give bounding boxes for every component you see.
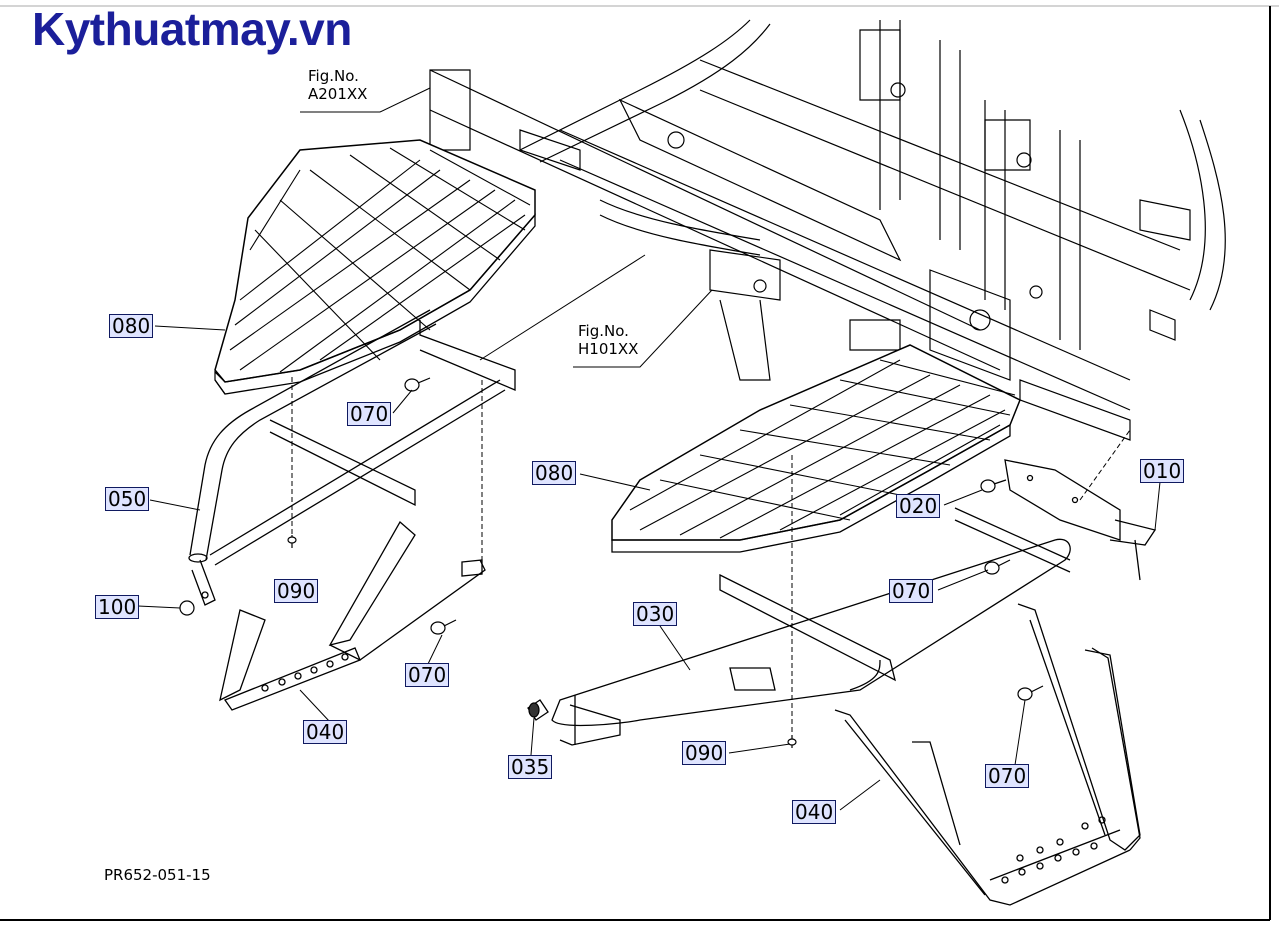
bracket-010 <box>1004 459 1157 581</box>
callout-035-grommet[interactable]: 035 <box>508 755 553 779</box>
callout-090-right-screw[interactable]: 090 <box>682 741 727 765</box>
callout-050-left-frame[interactable]: 050 <box>105 487 150 511</box>
callout-070-left-bolt[interactable]: 070 <box>347 402 392 426</box>
figure-ref-a[interactable]: Fig.No. A201XX <box>308 67 367 103</box>
figure-ref-label: Fig.No. <box>578 322 629 340</box>
right-step <box>834 603 1141 906</box>
figure-ref-label: Fig.No. <box>308 67 359 85</box>
callout-090-left-screw[interactable]: 090 <box>274 579 319 603</box>
fasteners <box>179 377 1044 748</box>
callout-080-left-mat[interactable]: 080 <box>109 314 154 338</box>
site-watermark: Kythuatmay.vn <box>32 3 352 55</box>
callout-070-right-step-bolt[interactable]: 070 <box>985 764 1030 788</box>
tractor-frame <box>429 19 1226 441</box>
figure-ref-h[interactable]: Fig.No. H101XX <box>578 322 638 358</box>
callout-100-cap[interactable]: 100 <box>95 595 140 619</box>
right-floor-mat <box>611 344 1021 553</box>
right-step-frame <box>527 507 1071 746</box>
left-step <box>219 520 486 711</box>
page-border <box>0 5 1279 921</box>
callout-010-bracket[interactable]: 010 <box>1140 459 1185 483</box>
callout-040-left-step[interactable]: 040 <box>303 720 348 744</box>
left-floor-mat <box>214 139 536 395</box>
left-step-frame <box>188 309 516 606</box>
callout-070-right-bolt[interactable]: 070 <box>889 579 934 603</box>
callout-040-right-step[interactable]: 040 <box>792 800 837 824</box>
figure-ref-code: H101XX <box>578 340 639 358</box>
callout-070-left-step-bolt[interactable]: 070 <box>405 663 450 687</box>
leader-lines <box>137 87 1161 811</box>
drawing-code: PR652-051-15 <box>104 866 211 884</box>
callout-030-right-frame[interactable]: 030 <box>633 602 678 626</box>
callout-020-bolt[interactable]: 020 <box>896 494 941 518</box>
figure-ref-code: A201XX <box>308 85 368 103</box>
callout-080-right-mat[interactable]: 080 <box>532 461 577 485</box>
